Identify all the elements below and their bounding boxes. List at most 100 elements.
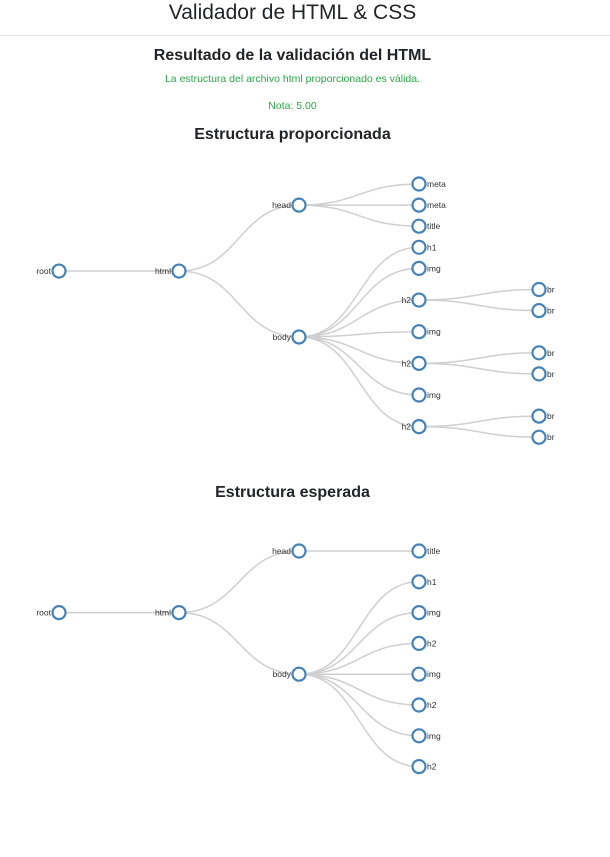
tree-node-circle[interactable] [291,666,307,682]
tree-node-circle[interactable] [291,329,307,345]
tree-node-circle[interactable] [411,197,427,213]
tree-node-img[interactable]: img [411,260,441,277]
tree-node-circle[interactable] [411,387,427,403]
tree-node-circle[interactable] [411,419,427,435]
tree-node-label: body [273,332,292,342]
tree-node-label: img [427,390,441,400]
tree-node-br[interactable]: br [531,303,555,319]
tree-node-img[interactable]: img [411,324,441,340]
tree-node-label: br [547,285,555,295]
tree-node-label: img [427,669,441,679]
tree-node-circle[interactable] [411,324,427,340]
tree-node-circle[interactable] [411,239,427,255]
tree-link [298,673,420,706]
tree-node-circle[interactable] [411,697,427,713]
tree-node-circle[interactable] [411,218,427,234]
tree-link [418,415,540,428]
tree-node-circle[interactable] [291,197,307,213]
tree-node-html[interactable]: html [155,263,187,279]
tree-node-br[interactable]: br [531,281,555,298]
tree-node-img[interactable]: img [411,728,441,744]
tree-node-label: h1 [427,242,437,252]
tree-node-circle[interactable] [51,604,67,621]
tree-node-circle[interactable] [411,728,427,744]
tree-node-img[interactable]: img [411,387,441,403]
tree-link [298,336,420,396]
tree-node-br[interactable]: br [531,408,555,424]
tree-node-root[interactable]: root [36,263,67,279]
tree-node-circle[interactable] [411,604,427,621]
tree-node-circle[interactable] [411,355,427,371]
tree-node-label: html [155,266,171,276]
tree-node-br[interactable]: br [531,345,555,361]
tree-node-circle[interactable] [51,263,67,279]
tree-node-meta[interactable]: meta [411,176,447,192]
tree-node-title[interactable]: title [411,218,441,234]
tree-node-circle[interactable] [171,604,187,621]
tree-node-circle[interactable] [531,429,547,445]
tree-node-html[interactable]: html [155,604,187,621]
tree-node-circle[interactable] [531,408,547,424]
app-title: Validador de HTML & CSS [168,1,417,24]
page-header: Validador de HTML & CSS [0,0,610,36]
tree-node-label: img [427,731,441,741]
tree-node-h2[interactable]: h2 [411,759,437,775]
tree-node-circle[interactable] [411,543,427,559]
tree-link [298,267,420,338]
tree-link [418,362,540,375]
tree-node-label: img [427,263,441,273]
tree-node-circle[interactable] [411,574,427,590]
tree-node-h2[interactable]: h2 [402,292,427,308]
tree-link [298,336,420,365]
tree-node-title[interactable]: title [411,543,441,559]
tree-node-body[interactable]: body [273,329,307,345]
tree-link [298,611,420,675]
tree-link [418,288,540,301]
tree-node-meta[interactable]: meta [411,197,447,213]
tree-link [418,425,540,438]
tree-node-label: title [427,221,441,231]
tree-link [418,299,540,312]
tree-link [178,611,300,675]
tree-node-circle[interactable] [171,263,187,279]
tree-node-img[interactable]: img [411,666,441,682]
tree-node-circle[interactable] [531,303,547,319]
tree-node-circle[interactable] [531,281,547,298]
tree-node-circle[interactable] [291,543,307,559]
expected-structure-tree: title head h1 img h2 img h2 img h2 body html root [36,543,441,775]
provided-structure-title: Estructura proporcionada [194,126,391,143]
tree-node-label: h1 [427,577,437,587]
tree-node-label: head [272,200,291,210]
tree-node-h1[interactable]: h1 [411,239,437,255]
validation-message: La estructura del archivo html proporcio… [164,73,421,85]
tree-link [298,183,420,206]
tree-node-br[interactable]: br [531,366,555,382]
tree-link [178,204,300,272]
tree-node-circle[interactable] [411,260,427,277]
tree-node-h2[interactable]: h2 [402,355,427,371]
tree-node-head[interactable]: head [272,543,307,559]
tree-node-circle[interactable] [531,366,547,382]
tree-node-circle[interactable] [411,635,427,652]
tree-node-circle[interactable] [531,345,547,361]
tree-node-h1[interactable]: h1 [411,574,437,590]
tree-node-label: br [547,432,555,442]
tree-node-label: head [272,546,291,556]
tree-link [298,246,420,338]
tree-node-h2[interactable]: h2 [411,697,437,713]
tree-node-circle[interactable] [411,176,427,192]
tree-node-circle[interactable] [411,292,427,308]
tree-node-head[interactable]: head [272,197,307,213]
tree-node-body[interactable]: body [273,666,307,682]
tree-node-h2[interactable]: h2 [411,635,437,652]
tree-node-circle[interactable] [411,666,427,682]
tree-node-label: br [547,306,555,316]
tree-node-circle[interactable] [411,759,427,775]
tree-node-root[interactable]: root [36,604,67,621]
tree-node-img[interactable]: img [411,604,441,621]
tree-node-h2[interactable]: h2 [402,419,427,435]
tree-link [298,204,420,227]
tree-link [418,352,540,365]
tree-node-br[interactable]: br [531,429,555,445]
tree-node-label: h2 [427,700,437,710]
